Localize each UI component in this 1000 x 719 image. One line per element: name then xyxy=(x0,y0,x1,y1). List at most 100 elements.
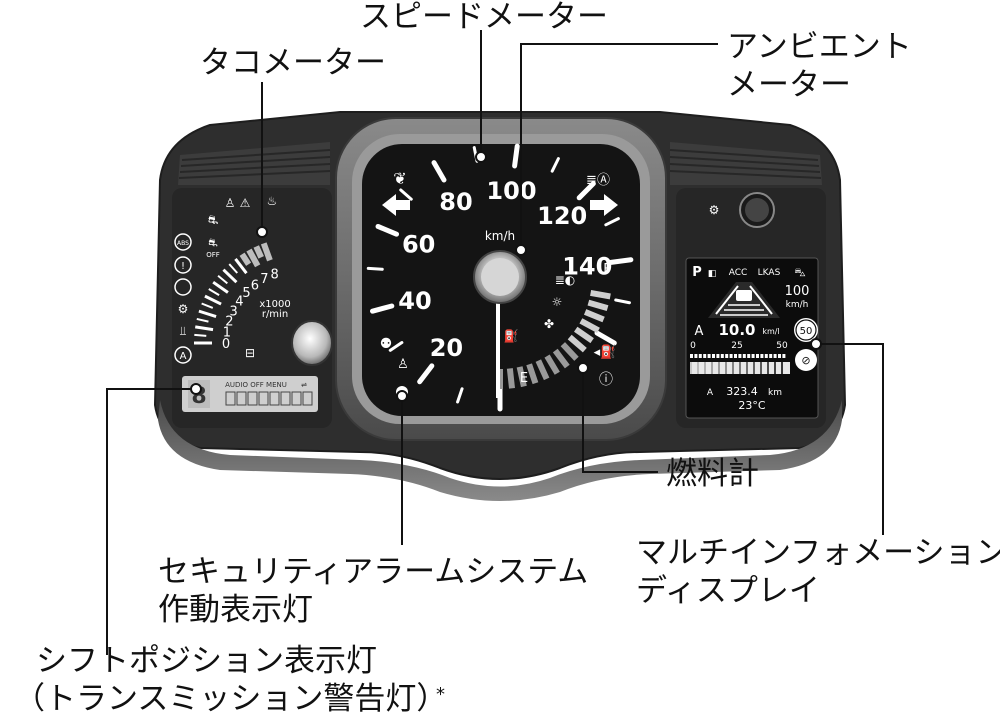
audio-header: AUDIO OFF MENU xyxy=(225,381,287,389)
svg-text:A: A xyxy=(180,351,187,362)
lcd-segment xyxy=(291,391,302,406)
right-louver xyxy=(669,142,822,185)
speed-unit-label: km/h xyxy=(485,229,515,243)
tacho-tick xyxy=(201,302,214,309)
speedo-tick xyxy=(366,266,384,271)
mid-scale-tick xyxy=(782,354,786,358)
lcd-segment xyxy=(236,391,247,406)
multi-info-display: P ◧ ACC LKAS ⛍ 100 km/h A 10.0 km/l xyxy=(685,257,819,419)
fuel-full-label: F xyxy=(603,262,610,277)
svg-text:⊘: ⊘ xyxy=(801,354,810,367)
tacho-tick xyxy=(234,257,248,275)
svg-text:!: ! xyxy=(181,261,185,272)
ambient-meter-callout-line1: アンビエント xyxy=(727,29,912,65)
mid-scale-tick xyxy=(716,354,720,358)
mid-scale-tick xyxy=(773,354,777,358)
tacho-scale-label: 8 xyxy=(271,267,279,282)
mid-scale-tick xyxy=(698,354,702,358)
tacho-tick xyxy=(212,280,229,294)
tpms-icon: ⚙ xyxy=(709,203,720,217)
leader-lines xyxy=(106,30,884,655)
speedometer-ticks xyxy=(366,143,634,412)
headlight-icon: ≣◐ xyxy=(555,273,576,287)
speedo-scale-label: 120 xyxy=(537,202,587,230)
mid-scale-tick xyxy=(751,354,755,358)
svg-text:ABS: ABS xyxy=(177,240,189,247)
fuel-gauge-segment xyxy=(535,359,550,381)
mid-economy-bar-stripe xyxy=(739,362,741,374)
speedo-scale-label: 140 xyxy=(562,253,612,281)
mid-economy-bar-stripe xyxy=(725,362,727,374)
mid-economy-bar-stripe xyxy=(760,362,762,374)
speedo-tick xyxy=(399,188,413,201)
mid-scale-tick xyxy=(690,354,693,358)
door-open-icon: ⚠ xyxy=(240,196,251,210)
speedo-scale-label: 100 xyxy=(486,177,536,205)
tacho-scale-label: 4 xyxy=(235,295,243,310)
fuel-gauge-segment xyxy=(506,368,515,389)
mid-fuel-economy: 10.0 xyxy=(718,321,755,339)
speed-limit-sign xyxy=(794,318,818,342)
fuel-gauge-callout: 燃料計 xyxy=(666,456,759,492)
mid-scale-tick xyxy=(760,354,764,358)
eco-leaf-icon: ❦ xyxy=(393,169,406,188)
mid-scale-tick xyxy=(729,354,733,358)
airbag-icon: ⚉ xyxy=(380,336,393,352)
fuel-gauge-segment xyxy=(574,326,594,344)
speedo-scale-label: 20 xyxy=(430,334,463,362)
seatbelt-warning-icon: ♙ xyxy=(225,196,236,210)
seatbelt-icon: ♙ xyxy=(397,357,409,372)
mid-economy-bar-stripe xyxy=(774,362,776,374)
mid-economy-bar-stripe xyxy=(781,362,783,374)
tacho-scale-label: 5 xyxy=(242,286,250,301)
tacho-tick xyxy=(217,274,228,285)
shift-position-display: 8 AUDIO OFF MENU ⇌ xyxy=(182,376,318,412)
lcd-segment xyxy=(247,391,258,406)
security-callout-line1: セキュリティアラームシステム xyxy=(158,554,589,590)
speedo-tick xyxy=(594,330,617,346)
mid-scale-0: 0 xyxy=(690,341,696,351)
mid-lkas-label: LKAS xyxy=(758,268,781,278)
shift-callout-line1: シフトポジション表示灯 xyxy=(36,643,377,679)
mid-scale-tick xyxy=(734,354,737,358)
speedo-tick xyxy=(608,257,634,265)
fog-light-icon: ✤ xyxy=(544,317,554,331)
fuel-empty-label: E xyxy=(520,371,528,386)
mid-odo-value: 323.4 xyxy=(726,385,758,398)
mid-lead-car-icon xyxy=(736,290,752,301)
tacho-tick xyxy=(253,245,264,259)
fuel-pump-icon: ◂⛽ xyxy=(594,344,617,360)
lcd-segment xyxy=(258,391,269,406)
fuel-gauge-segment xyxy=(587,299,609,312)
parking-brake-icon xyxy=(174,278,192,296)
mid-temperature: 23°C xyxy=(738,399,765,412)
speedo-tick xyxy=(375,223,400,237)
tacho-scale-label: 0 xyxy=(222,337,230,352)
tacho-unit-line2: r/min xyxy=(262,309,288,320)
fuel-gauge-segment xyxy=(526,363,539,385)
tachometer-callout: タコメーター xyxy=(200,45,386,81)
lcd-segment xyxy=(269,391,280,406)
lcd-segment xyxy=(280,391,291,406)
tacho-tick xyxy=(194,333,207,337)
mid-scale-tick xyxy=(742,354,746,358)
ambient-meter-callout-line2: メーター xyxy=(727,67,851,103)
mid-odo-unit: km xyxy=(768,388,782,398)
abs-warning-icon xyxy=(174,233,192,251)
tacho-tick xyxy=(195,325,214,332)
tacho-tick xyxy=(196,317,209,323)
tacho-tick xyxy=(260,242,273,262)
auto-stop-icon xyxy=(174,346,192,364)
mid-scale-tick xyxy=(703,354,707,358)
tacho-tick xyxy=(239,252,252,266)
speedo-tick xyxy=(417,363,435,385)
fuel-gauge-segment xyxy=(579,318,600,334)
lcd-segment xyxy=(225,391,236,406)
no-overtake-sign xyxy=(795,349,817,371)
tacho-tick xyxy=(228,263,238,274)
battery-charge-icon: ⊟ xyxy=(245,346,255,360)
fuel-pump-icon-inner: ⛽ xyxy=(504,329,519,343)
